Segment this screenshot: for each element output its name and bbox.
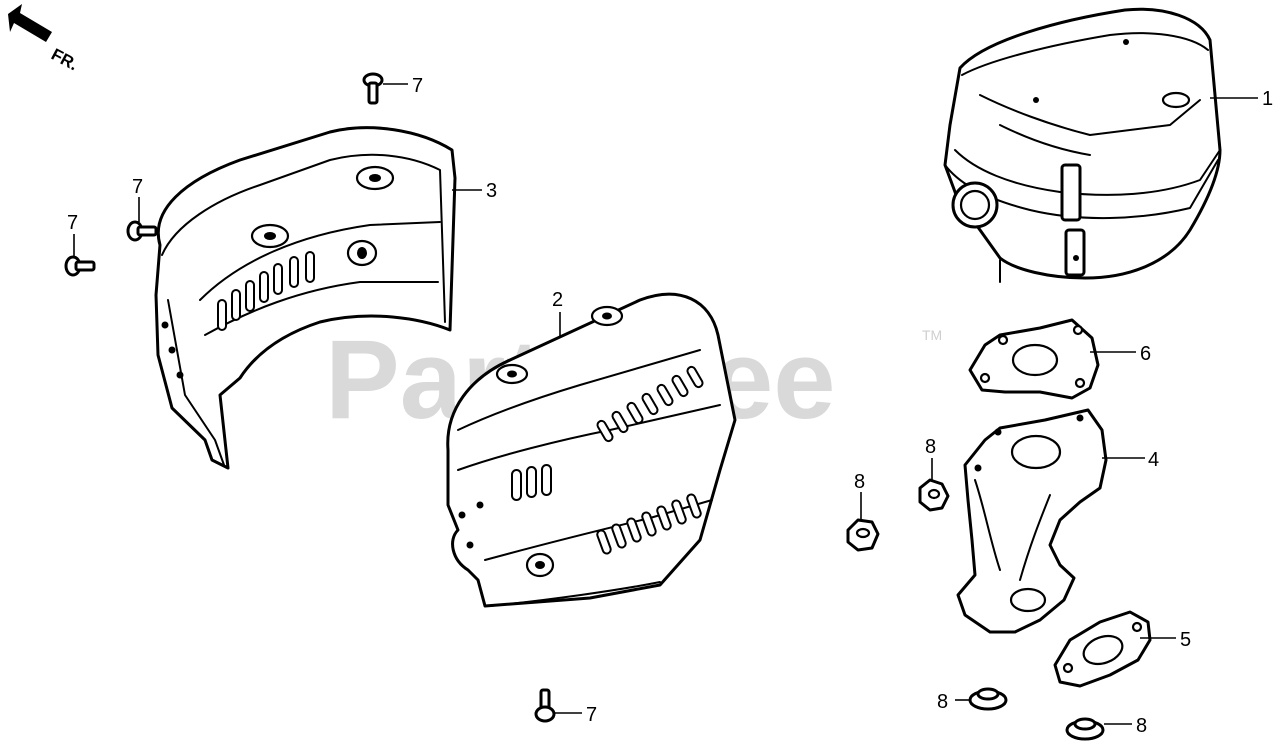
part-4-exhaust-pipe[interactable] bbox=[956, 408, 1108, 634]
callout-8-bottom: 8 bbox=[937, 691, 948, 713]
part-3-heat-shield[interactable] bbox=[154, 126, 457, 470]
callout-7-bottom: 7 bbox=[586, 704, 597, 726]
part-1-muffler[interactable] bbox=[943, 7, 1222, 283]
bolt-7-bottom[interactable] bbox=[534, 688, 556, 723]
callout-8-left: 8 bbox=[854, 471, 865, 493]
nut-8-upper[interactable] bbox=[918, 478, 950, 512]
callout-6: 6 bbox=[1140, 343, 1151, 365]
callout-4: 4 bbox=[1148, 449, 1159, 471]
callout-5: 5 bbox=[1180, 629, 1191, 651]
part-6-gasket[interactable] bbox=[968, 318, 1100, 400]
callout-7-left-lower: 7 bbox=[67, 212, 78, 234]
nut-8-left[interactable] bbox=[846, 518, 880, 552]
callout-7-left-upper: 7 bbox=[132, 176, 143, 198]
leader-lines bbox=[73, 83, 1258, 725]
part-5-gasket[interactable] bbox=[1053, 610, 1152, 688]
bolt-7-top[interactable] bbox=[362, 72, 384, 105]
callout-2: 2 bbox=[552, 289, 563, 311]
callout-8-upper: 8 bbox=[925, 436, 936, 458]
direction-label: FR. bbox=[48, 45, 81, 75]
trademark: TM bbox=[922, 327, 942, 343]
bolt-7-left-lower[interactable] bbox=[64, 255, 96, 277]
callout-8-bottom-right: 8 bbox=[1136, 715, 1147, 737]
bolt-7-left-upper[interactable] bbox=[126, 220, 158, 242]
nut-8-bottom[interactable] bbox=[968, 687, 1008, 711]
callout-1: 1 bbox=[1262, 88, 1273, 110]
front-direction-arrow: FR. bbox=[8, 4, 81, 74]
part-2-heat-shield[interactable] bbox=[446, 292, 737, 608]
nut-8-bottom-right[interactable] bbox=[1065, 717, 1105, 741]
callout-7-top: 7 bbox=[412, 75, 423, 97]
callout-3: 3 bbox=[486, 180, 497, 202]
